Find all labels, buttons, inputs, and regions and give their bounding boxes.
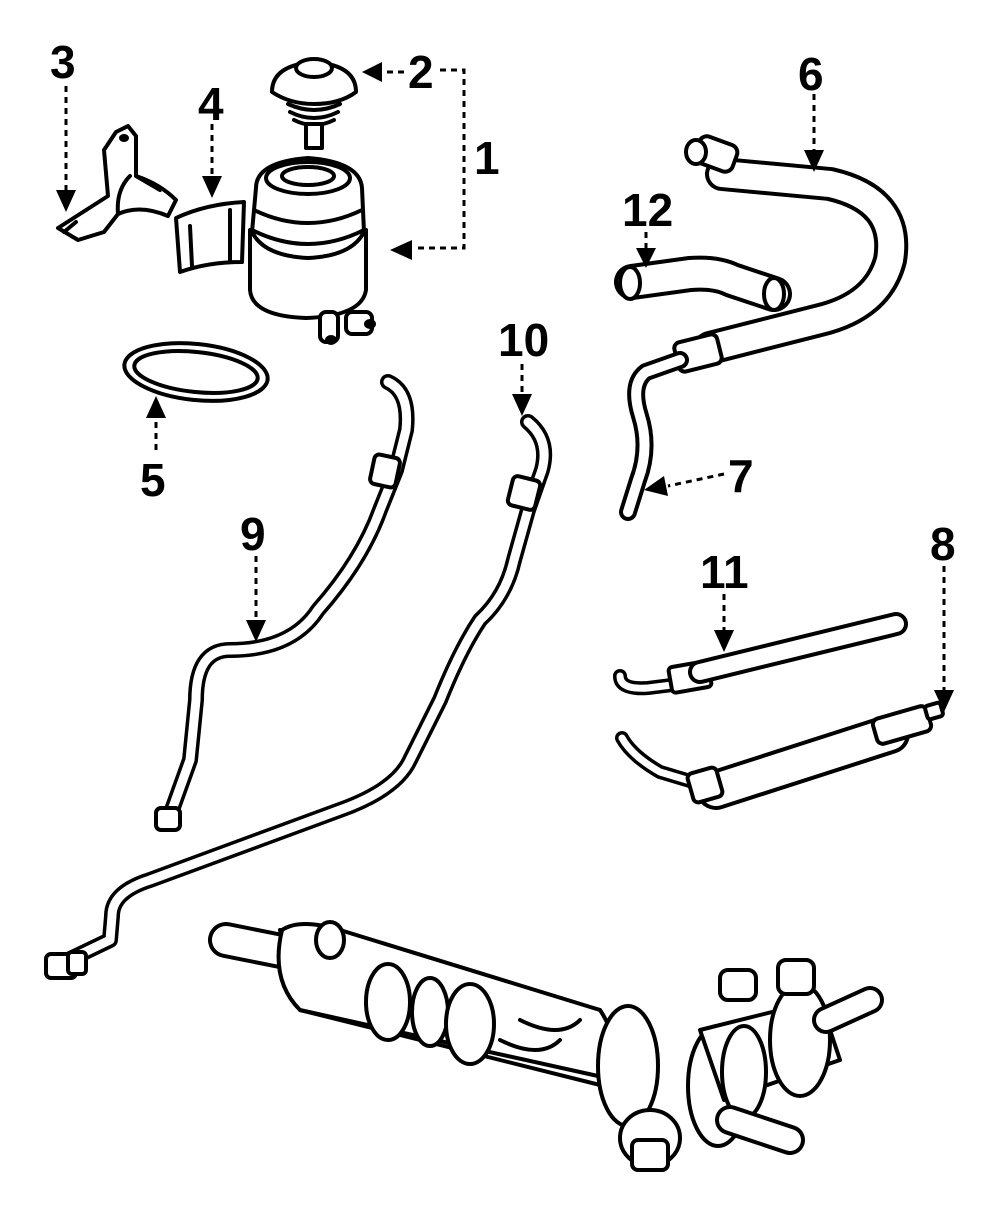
part-12-hose[interactable] [614, 255, 792, 312]
part-11-cooler-line[interactable] [613, 612, 908, 696]
callout-8: 8 [930, 518, 956, 570]
callout-9: 9 [240, 508, 266, 560]
callout-7: 7 [728, 450, 754, 502]
callout-1: 1 [474, 132, 500, 184]
callout-4: 4 [198, 78, 224, 130]
part-2-reservoir-cap[interactable] [270, 57, 358, 150]
part-1-reservoir[interactable] [248, 156, 376, 345]
part-3-bracket[interactable] [56, 124, 178, 242]
callout-3: 3 [50, 36, 76, 88]
part-10-return-line[interactable] [44, 414, 553, 980]
callout-6: 6 [798, 48, 824, 100]
part-9-return-line[interactable] [154, 374, 415, 832]
part-6-pressure-hose[interactable] [672, 134, 909, 374]
callout-10: 10 [498, 314, 549, 366]
callout-11: 11 [700, 546, 749, 598]
part-7-pressure-line[interactable] [619, 351, 689, 521]
callout-5: 5 [140, 454, 166, 506]
part-5-gasket[interactable] [121, 337, 270, 408]
leader-lines [56, 62, 954, 712]
part-4-band[interactable] [174, 200, 246, 274]
callout-12: 12 [622, 184, 673, 236]
callout-labels: 1 2 3 4 5 6 7 8 9 10 11 12 [50, 36, 956, 598]
part-8-cooler-line[interactable] [615, 700, 945, 810]
steering-gear-rack [208, 920, 884, 1172]
callout-2: 2 [408, 46, 434, 98]
